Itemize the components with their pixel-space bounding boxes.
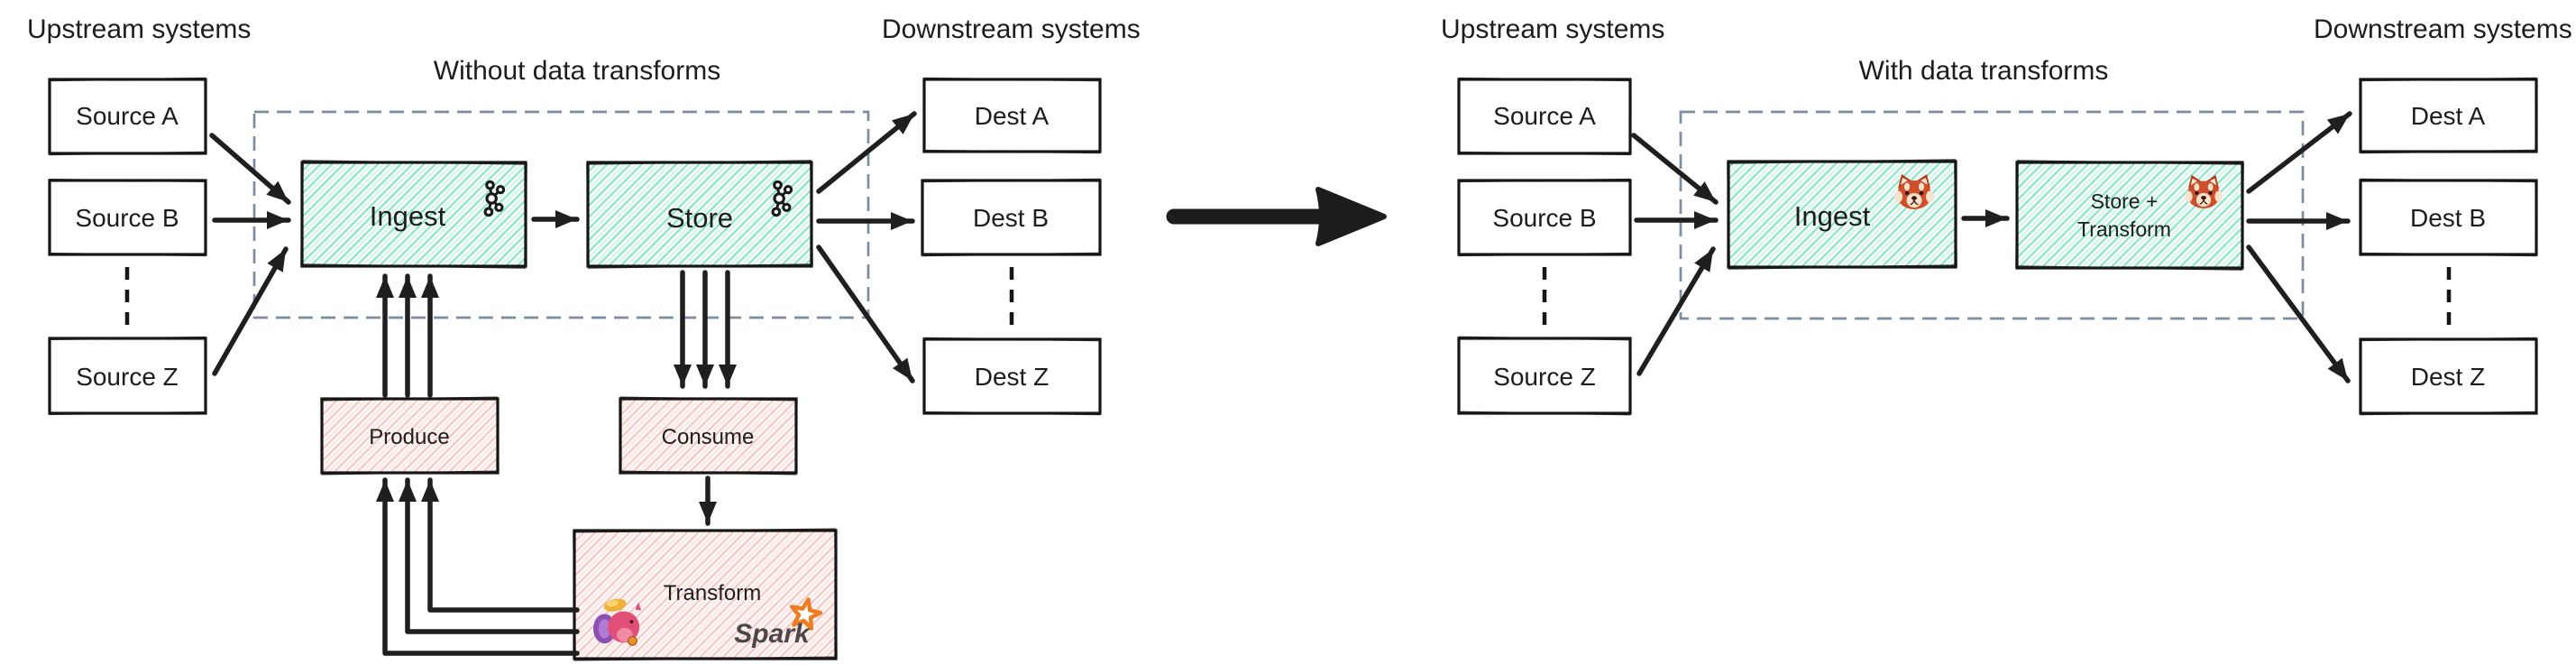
right-downstream-label: Downstream systems: [2314, 14, 2572, 44]
left-pipeline-dashed-region: [252, 110, 870, 319]
left-arrows: [209, 111, 917, 656]
left-ingest-box: Ingest: [300, 160, 527, 269]
right-source-a-label: Source A: [1493, 102, 1596, 130]
left-dest-z-box: Dest Z: [922, 337, 1102, 416]
right-ingest-box: Ingest: [1727, 159, 1957, 270]
left-source-a-box: Source A: [48, 77, 207, 156]
left-dest-a-label: Dest A: [975, 102, 1050, 130]
right-arrows: [1631, 111, 2352, 383]
left-source-z-box: Source Z: [48, 336, 207, 416]
right-source-a-box: Source A: [1457, 77, 1632, 156]
arrow-source-z-to-ingest: [212, 246, 289, 376]
left-downstream-label: Downstream systems: [882, 14, 1141, 44]
left-produce-label: Produce: [369, 425, 449, 449]
left-dest-b-label: Dest B: [973, 204, 1049, 232]
arrow-source-a-to-ingest: [209, 133, 291, 205]
arrow-store-transform-to-dest-a: [2246, 111, 2352, 194]
spark-star-icon: [790, 597, 823, 631]
left-consume-box: Consume: [619, 396, 798, 476]
right-pipeline-dashed-region: [1679, 110, 2305, 320]
left-dest-b-box: Dest B: [921, 178, 1102, 257]
left-source-b-label: Source B: [75, 204, 179, 232]
right-source-z-box: Source Z: [1457, 336, 1632, 416]
left-produce-box: Produce: [320, 396, 500, 476]
right-store-transform-label-line2: Transform: [2077, 217, 2171, 241]
right-ingest-label: Ingest: [1794, 200, 1871, 232]
right-source-z-label: Source Z: [1493, 363, 1596, 391]
transition-arrow: [1166, 187, 1387, 246]
right-dest-z-box: Dest Z: [2359, 337, 2538, 416]
right-source-b-box: Source B: [1457, 178, 1632, 257]
left-dest-z-label: Dest Z: [975, 363, 1049, 391]
left-source-z-label: Source Z: [76, 363, 179, 391]
right-dest-b-label: Dest B: [2410, 204, 2486, 232]
right-dest-b-box: Dest B: [2359, 178, 2538, 257]
left-upstream-label: Upstream systems: [27, 14, 251, 44]
left-source-b-box: Source B: [48, 178, 207, 257]
arrow-store-transform-to-dest-z: [2246, 245, 2351, 383]
arrow-source-a-to-ingest-right: [1631, 133, 1719, 205]
left-dest-a-box: Dest A: [922, 77, 1102, 154]
left-transform-box: Transform Spark: [573, 528, 838, 661]
arrow-transform-to-produce-3: [376, 477, 580, 656]
spark-wordmark: Spark: [734, 619, 811, 649]
left-diagram: Upstream systems Downstream systems With…: [27, 14, 1141, 661]
left-store-box: Store: [586, 160, 813, 269]
arrow-source-z-to-ingest-right: [1636, 246, 1716, 376]
left-consume-label: Consume: [662, 425, 755, 449]
spark-logo: Spark: [734, 597, 823, 649]
left-source-a-label: Source A: [76, 102, 179, 130]
arrow-transform-to-produce-2: [399, 477, 580, 634]
right-diagram: Upstream systems Downstream systems With…: [1441, 14, 2572, 416]
right-title: With data transforms: [1859, 56, 2109, 86]
right-dest-z-label: Dest Z: [2411, 363, 2485, 391]
left-store-label: Store: [666, 202, 733, 234]
arrow-store-to-dest-z: [816, 245, 915, 383]
right-store-transform-box: Store + Transform: [2015, 160, 2244, 271]
right-dest-a-box: Dest A: [2359, 77, 2538, 154]
right-store-transform-label-line1: Store +: [2091, 189, 2159, 213]
left-title: Without data transforms: [434, 56, 720, 86]
left-ingest-label: Ingest: [370, 200, 446, 232]
right-upstream-label: Upstream systems: [1441, 14, 1664, 44]
right-source-b-label: Source B: [1492, 204, 1596, 232]
left-transform-label: Transform: [664, 581, 761, 605]
right-dest-a-label: Dest A: [2411, 102, 2486, 130]
arrow-transform-to-produce-1: [421, 477, 580, 613]
arrow-store-to-dest-a: [816, 111, 917, 194]
